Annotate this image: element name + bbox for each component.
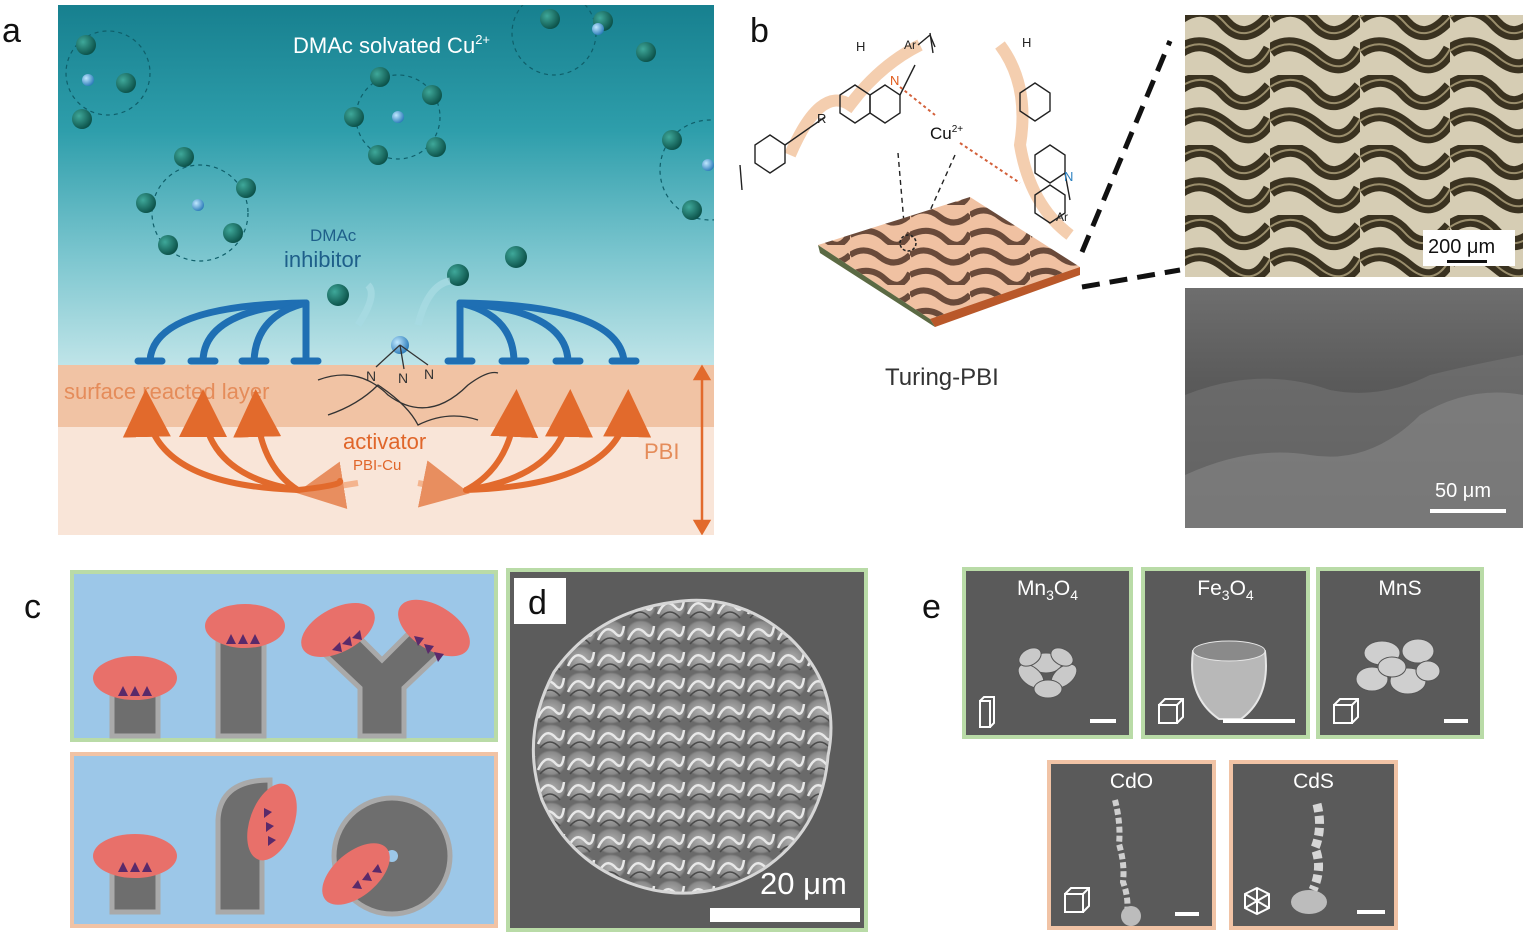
svg-text:N: N: [890, 73, 899, 88]
mns-label: MnS: [1378, 577, 1422, 600]
solvent-region: [58, 5, 714, 365]
panel-a-schematic: DMAc solvated Cu2+ DMAc inhibitor N N N …: [58, 5, 714, 535]
scale-bar-20um-label: 20 μm: [760, 866, 847, 901]
panel-label-e: e: [922, 588, 941, 626]
dmac-solvated-title: DMAc solvated Cu2+: [293, 32, 490, 58]
flower-microstructure: [531, 598, 833, 895]
activator-label: activator: [343, 429, 426, 454]
sem-cds: CdS: [1229, 760, 1398, 930]
activator-arcs-right: [463, 389, 652, 493]
tall-cuboid-icon: [979, 696, 995, 728]
hexagonal-prism-icon: [1244, 886, 1270, 916]
solvated-cluster-2: [344, 67, 446, 165]
panel-c-schematic: [70, 570, 498, 928]
solvated-cluster-5: [659, 119, 714, 221]
pbi-substrate: [58, 427, 714, 535]
pbi-thickness-arrow: [692, 364, 712, 535]
inhibitor-arcs-right: [444, 299, 640, 365]
mn3o4-label: Mn3O4: [1016, 577, 1079, 604]
svg-text:Ar: Ar: [904, 38, 916, 52]
svg-text:R: R: [817, 111, 826, 126]
inhibitor-arcs-left: [134, 299, 322, 365]
svg-text:N: N: [1064, 169, 1073, 184]
pbi-cu-label: PBI-Cu: [353, 457, 401, 474]
turing-pbi-caption: Turing-PBI: [885, 364, 999, 391]
sem-mns: MnS: [1316, 567, 1484, 739]
cube-icon: [1064, 887, 1090, 913]
svg-text:N: N: [366, 368, 376, 384]
svg-text:Ar: Ar: [1056, 210, 1068, 224]
sem-cdo: CdO: [1047, 760, 1216, 930]
scale-bar-20um: [710, 908, 860, 922]
scale-bar-50um: [1430, 509, 1506, 513]
solvated-cluster-3: [511, 5, 656, 76]
scale-bar-50um-label: 50 μm: [1435, 480, 1491, 502]
sem-mn3o4: Mn3O4: [962, 567, 1133, 739]
caps: [93, 599, 470, 905]
svg-text:N: N: [424, 366, 434, 382]
svg-text:H: H: [856, 39, 865, 54]
panel-d-sem: d 20 μm: [506, 568, 868, 932]
panel-b-figure: R H Ar N H Ar N Cu2+ Turing-PBI 200 μm 5…: [739, 15, 1523, 528]
surface-reacted-layer-label: surface reacted layer: [64, 379, 269, 404]
panel-label-c: c: [24, 588, 41, 626]
inhibitor-label: inhibitor: [284, 247, 361, 272]
sem-fe3o4: Fe3O4: [1141, 567, 1310, 739]
solvated-cluster-4: [136, 147, 256, 262]
solvated-cluster-1: [65, 30, 151, 129]
panel-label-a: a: [2, 12, 21, 50]
panel-d-inner-label: d: [528, 584, 547, 622]
cds-label: CdS: [1293, 770, 1334, 793]
cu2plus-label: Cu2+: [930, 124, 963, 143]
cube-icon: [1333, 698, 1359, 724]
cube-icon: [1158, 698, 1184, 724]
dmac-small-label: DMAc: [310, 226, 357, 245]
pbi-label: PBI: [644, 439, 679, 464]
panel-label-b: b: [750, 12, 769, 50]
scale-bar-200um: [1447, 260, 1487, 263]
catalyst-triangles: [118, 630, 444, 889]
svg-text:H: H: [1022, 35, 1031, 50]
turing-pbi-slab: [818, 197, 1080, 319]
cdo-label: CdO: [1109, 770, 1154, 793]
fe3o4-label: Fe3O4: [1197, 577, 1254, 604]
svg-text:N: N: [398, 370, 408, 386]
scale-bar-200um-label: 200 μm: [1428, 236, 1495, 258]
